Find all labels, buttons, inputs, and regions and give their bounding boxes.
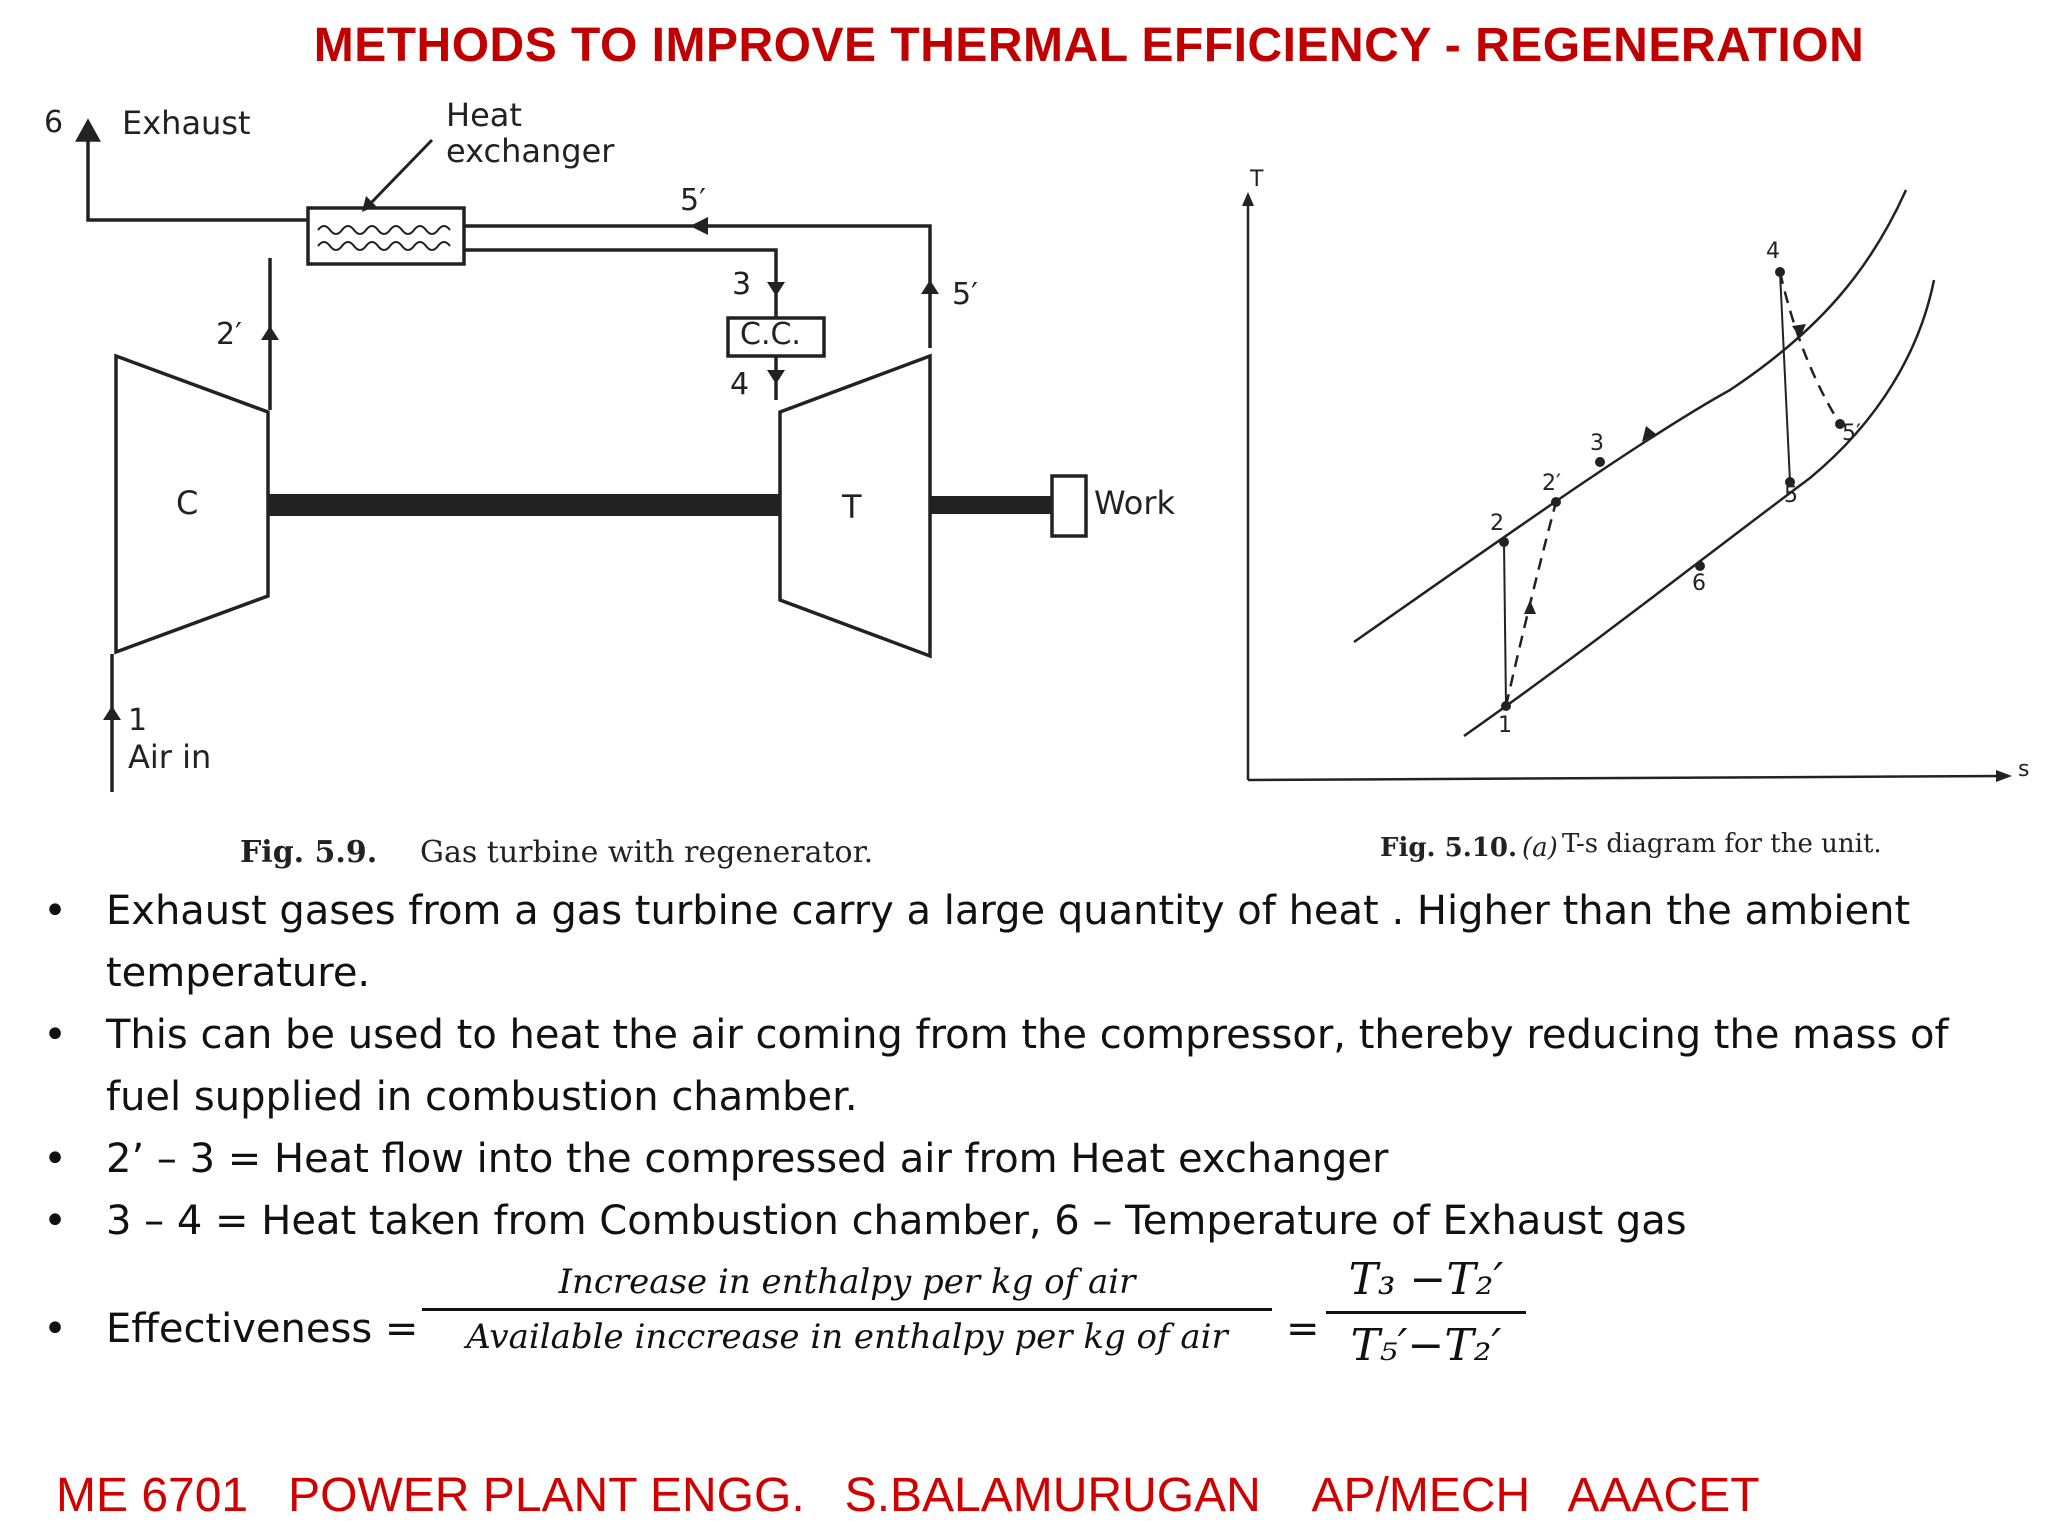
fig59-number: Fig. 5.9. [240, 835, 377, 870]
bullet-item: • 2’ – 3 = Heat flow into the compressed… [40, 1128, 2030, 1190]
actual-expansion [1778, 271, 1842, 425]
fig510-sub: (a) [1522, 833, 1558, 863]
low-pressure-line [1463, 279, 1936, 738]
compressor-label: C [176, 484, 198, 522]
ts-diagram [1242, 189, 2012, 782]
ts-point-5: 5 [1784, 483, 1798, 508]
fraction-bar [1326, 1311, 1526, 1314]
work-shaft [930, 496, 1052, 514]
gas-turbine-schematic [75, 118, 1088, 792]
effectiveness-formula: • Effectiveness = Increase in enthalpy p… [40, 1254, 1640, 1412]
bullet-item: • This can be used to heat the air comin… [40, 1004, 2030, 1128]
temperature-numerator: T₃ −T₂′ [1348, 1254, 1504, 1305]
figures: 6 Exhaust Heat exchanger 5′ 5′ 3 C.C. 4 … [44, 96, 2029, 870]
temperature-fraction: T₃ −T₂′ T₅′−T₂′ [1326, 1254, 1526, 1371]
compressor [114, 353, 270, 655]
bullet-item: • 3 – 4 = Heat taken from Combustion cha… [40, 1190, 2030, 1252]
ts-point-5prime: 5′ [1842, 421, 1861, 446]
heat-exchanger-pointer [368, 138, 434, 206]
footer: ME 6701 POWER PLANT ENGG. S.BALAMURUGAN … [56, 1469, 1760, 1522]
formula-denominator: Available inccrease in enthalpy per kg o… [466, 1317, 1228, 1357]
state-4-label: 4 [730, 367, 749, 402]
bullet-dot: • [43, 1136, 67, 1182]
ts-point-4: 4 [1766, 239, 1780, 264]
bullet-text: 3 – 4 = Heat taken from Combustion chamb… [106, 1198, 1687, 1244]
formula-label: Effectiveness = [106, 1306, 419, 1352]
bullet-text: 2’ – 3 = Heat flow into the compressed a… [106, 1136, 1389, 1182]
state-5prime-right-label: 5′ [952, 277, 978, 312]
bullet-dot: • [43, 888, 67, 934]
work-label: Work [1094, 484, 1176, 522]
ts-point-2: 2 [1490, 511, 1504, 536]
fig510-number: Fig. 5.10. [1380, 833, 1517, 863]
high-pressure-line [1353, 189, 1908, 644]
s-axis-label: s [2018, 757, 2029, 782]
formula-fraction: Increase in enthalpy per kg of air Avail… [422, 1262, 1272, 1357]
ts-point-6: 6 [1692, 571, 1706, 596]
shaft [268, 494, 780, 516]
bullet-dot: • [43, 1012, 67, 1058]
state-6-label: 6 [44, 105, 63, 140]
temperature-denominator: T₅′−T₂′ [1350, 1320, 1502, 1371]
state-2prime-label: 2′ [216, 317, 242, 352]
bullet-text: This can be used to heat the air coming … [106, 1012, 1949, 1120]
formula-numerator: Increase in enthalpy per kg of air [558, 1262, 1136, 1302]
turbine-label: T [841, 488, 862, 526]
ts-point-2prime: 2′ [1542, 471, 1561, 496]
heat-exchanger-label-line2: exchanger [446, 132, 615, 170]
bullet-text: Exhaust gases from a gas turbine carry a… [106, 888, 1911, 996]
state-3-label: 3 [732, 267, 751, 302]
bullet-item: • Exhaust gases from a gas turbine carry… [40, 880, 2030, 1004]
formula-equals: = [1286, 1306, 1320, 1352]
x-axis [1247, 774, 2005, 782]
ts-point-1: 1 [1498, 713, 1512, 738]
air-in-label: Air in [128, 738, 211, 776]
exhaust-arrow [75, 118, 101, 142]
t-axis-label: T [1249, 167, 1264, 192]
hx-to-cc-line [464, 248, 778, 318]
heat-exchanger [306, 206, 466, 266]
work-load [1050, 474, 1088, 538]
ts-point-3: 3 [1590, 431, 1604, 456]
bullet-list: • Exhaust gases from a gas turbine carry… [40, 880, 2030, 1252]
exhaust-pipe [86, 122, 308, 222]
fig510-caption: T-s diagram for the unit. [1562, 829, 1882, 859]
bullet-dot: • [43, 1306, 67, 1352]
page-title: METHODS TO IMPROVE THERMAL EFFICIENCY - … [313, 19, 1865, 72]
combustion-chamber-label: C.C. [740, 317, 801, 352]
state-1-label: 1 [128, 703, 147, 738]
heat-exchanger-label-line1: Heat [446, 96, 522, 134]
turbine [778, 353, 932, 659]
return-line-5prime [464, 224, 932, 348]
state-5prime-top-label: 5′ [680, 183, 706, 218]
fraction-bar [422, 1308, 1272, 1311]
fig59-caption: Gas turbine with regenerator. [420, 835, 873, 870]
bullet-dot: • [43, 1198, 67, 1244]
exhaust-label: Exhaust [122, 104, 251, 142]
